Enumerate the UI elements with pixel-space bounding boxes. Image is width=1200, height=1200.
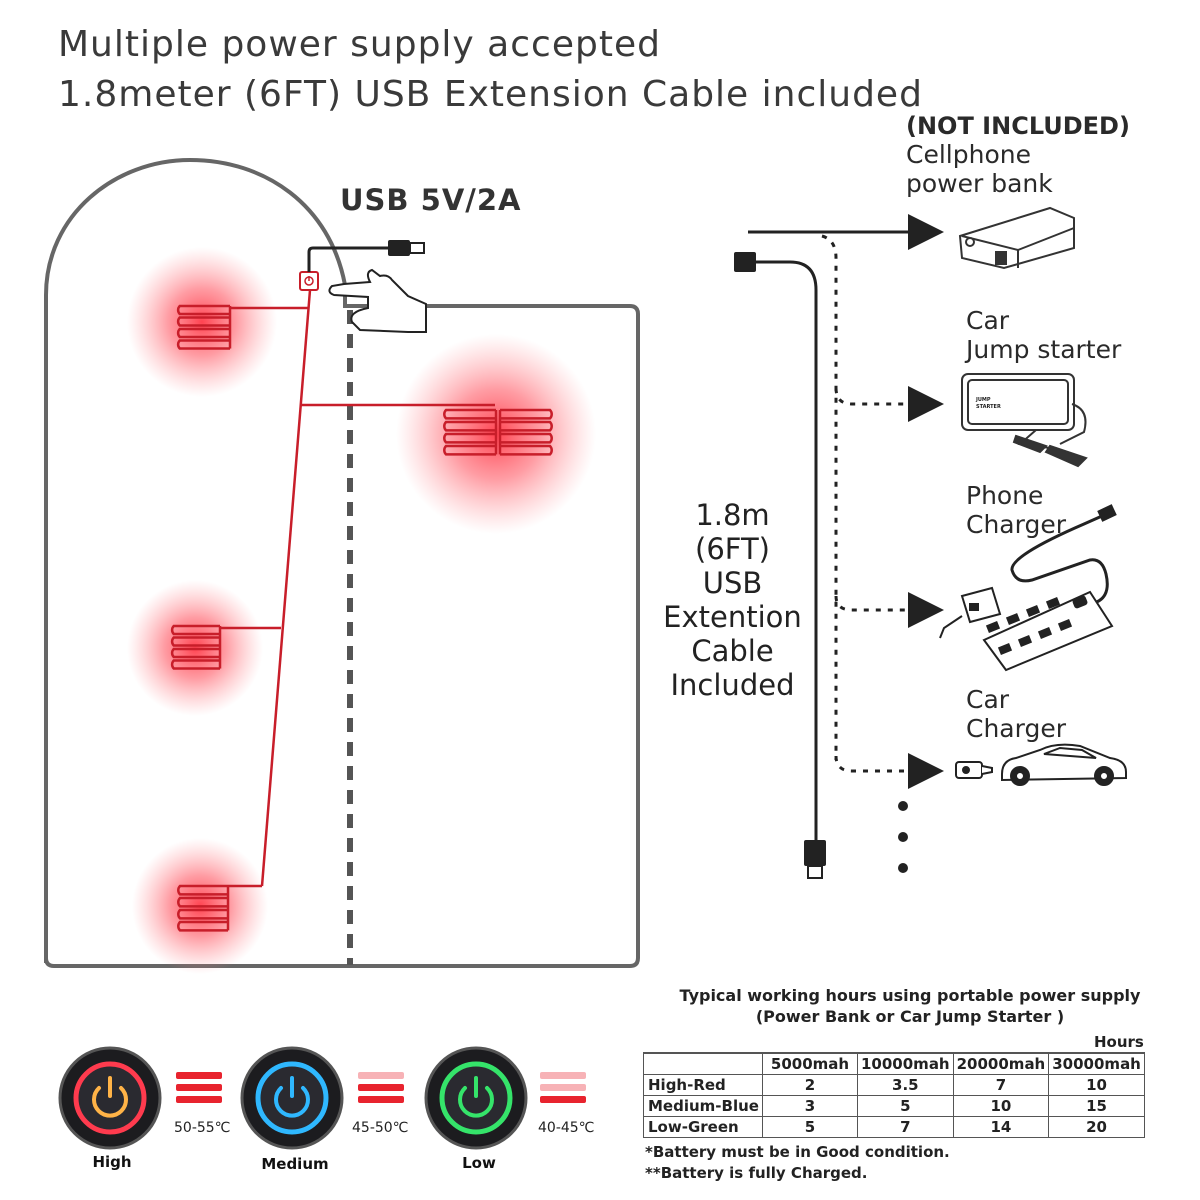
table-cell: 3.5 — [857, 1074, 954, 1096]
arrow-to-car-charger — [834, 753, 944, 789]
mode-button-low[interactable] — [424, 1046, 528, 1150]
heat-level-bar — [176, 1084, 222, 1091]
more-dot — [898, 832, 908, 842]
table-cell: 7 — [952, 1074, 1050, 1096]
headline-line-2: 1.8meter (6FT) USB Extension Cable inclu… — [58, 74, 923, 115]
blanket-outline — [44, 157, 640, 968]
extension-cable-plug-bottom — [804, 840, 826, 866]
table-row: Low-Green 5 7 14 20 — [643, 1116, 1145, 1138]
temp-label-high: 50-55℃ — [174, 1120, 231, 1136]
table-row: Medium-Blue 3 5 10 15 — [643, 1095, 1145, 1117]
heating-pad — [500, 408, 553, 456]
table-column-header: 5000mah — [762, 1052, 858, 1075]
car-charger-icon — [955, 761, 993, 779]
heat-level-bar — [176, 1096, 222, 1103]
table-cell: 15 — [1048, 1095, 1145, 1117]
heating-pad — [177, 884, 228, 932]
extension-cable-plug-top — [734, 252, 756, 272]
table-note: **Battery is fully Charged. — [645, 1164, 868, 1182]
mode-button-medium[interactable] — [240, 1046, 344, 1150]
table-note: *Battery must be in Good condition. — [645, 1143, 950, 1161]
heat-level-bar — [358, 1072, 404, 1079]
arrow-to-jump-starter — [834, 386, 944, 422]
table-column-header: 20000mah — [952, 1052, 1050, 1075]
heat-level-bar — [358, 1096, 404, 1103]
not-included-label: (NOT INCLUDED) — [906, 112, 1130, 140]
usb-spec-label: USB 5V/2A — [340, 183, 522, 217]
more-dot — [898, 863, 908, 873]
power-bank-label: Cellphone power bank — [906, 140, 1053, 198]
heating-pad — [170, 624, 220, 670]
table-corner — [643, 1052, 763, 1075]
mode-label-high: High — [92, 1153, 132, 1171]
headline-line-1: Multiple power supply accepted — [58, 24, 661, 65]
mode-button-high[interactable] — [58, 1046, 162, 1150]
table-row-header: Medium-Blue — [643, 1095, 763, 1117]
heating-pad — [176, 304, 230, 350]
temp-label-medium: 45-50℃ — [352, 1120, 409, 1136]
car-charger-label: Car Charger — [966, 685, 1066, 743]
power-icon — [458, 1086, 494, 1118]
table-cell: 20 — [1048, 1116, 1145, 1138]
working-hours-table: 5000mah 10000mah 20000mah 30000mah High-… — [643, 1052, 1145, 1138]
table-column-header: 10000mah — [857, 1052, 954, 1075]
extension-cable-label: 1.8m (6FT) USB Extention Cable Included — [663, 498, 802, 702]
temp-label-low: 40-45℃ — [538, 1120, 595, 1136]
table-cell: 3 — [762, 1095, 858, 1117]
heat-level-bar — [176, 1072, 222, 1079]
heating-wire — [260, 289, 312, 887]
table-cell: 5 — [857, 1095, 954, 1117]
table-cell: 10 — [1048, 1074, 1145, 1096]
hand-icon — [328, 268, 427, 333]
heat-level-bar — [540, 1072, 586, 1079]
table-row-header: Low-Green — [643, 1116, 763, 1138]
heat-level-bar — [540, 1084, 586, 1091]
mode-label-low: Low — [462, 1154, 496, 1172]
table-cell: 2 — [762, 1074, 858, 1096]
jump-starter-label: Car Jump starter — [966, 306, 1122, 364]
dotted-branch — [821, 234, 838, 760]
table-row-header: High-Red — [643, 1074, 763, 1096]
table-title: Typical working hours using portable pow… — [679, 986, 1141, 1026]
table-cell: 14 — [952, 1116, 1050, 1138]
power-icon — [92, 1086, 128, 1118]
heat-level-bar — [358, 1084, 404, 1091]
table-cell: 5 — [762, 1116, 858, 1138]
heating-pad — [443, 408, 496, 456]
more-dot — [898, 801, 908, 811]
heat-level-bar — [540, 1096, 586, 1103]
heat-glow — [127, 247, 277, 397]
table-unit: Hours — [1094, 1033, 1144, 1051]
table-cell: 7 — [857, 1116, 954, 1138]
table-cell: 10 — [952, 1095, 1050, 1117]
usb-plug — [388, 240, 410, 256]
car-icon — [1001, 743, 1127, 786]
phone-charger-label: Phone Charger — [966, 481, 1066, 539]
extension-cable — [756, 260, 818, 840]
mode-label-medium: Medium — [261, 1155, 329, 1173]
phone-charger-icon — [939, 504, 1117, 672]
usb-cable — [307, 246, 388, 272]
jump-starter-icon — [961, 373, 1088, 468]
arrow-to-phone-charger — [834, 592, 944, 628]
power-icon — [274, 1086, 310, 1118]
power-bank-icon — [958, 206, 1075, 270]
table-column-header: 30000mah — [1048, 1052, 1145, 1075]
table-row: High-Red 2 3.5 7 10 — [643, 1074, 1145, 1096]
